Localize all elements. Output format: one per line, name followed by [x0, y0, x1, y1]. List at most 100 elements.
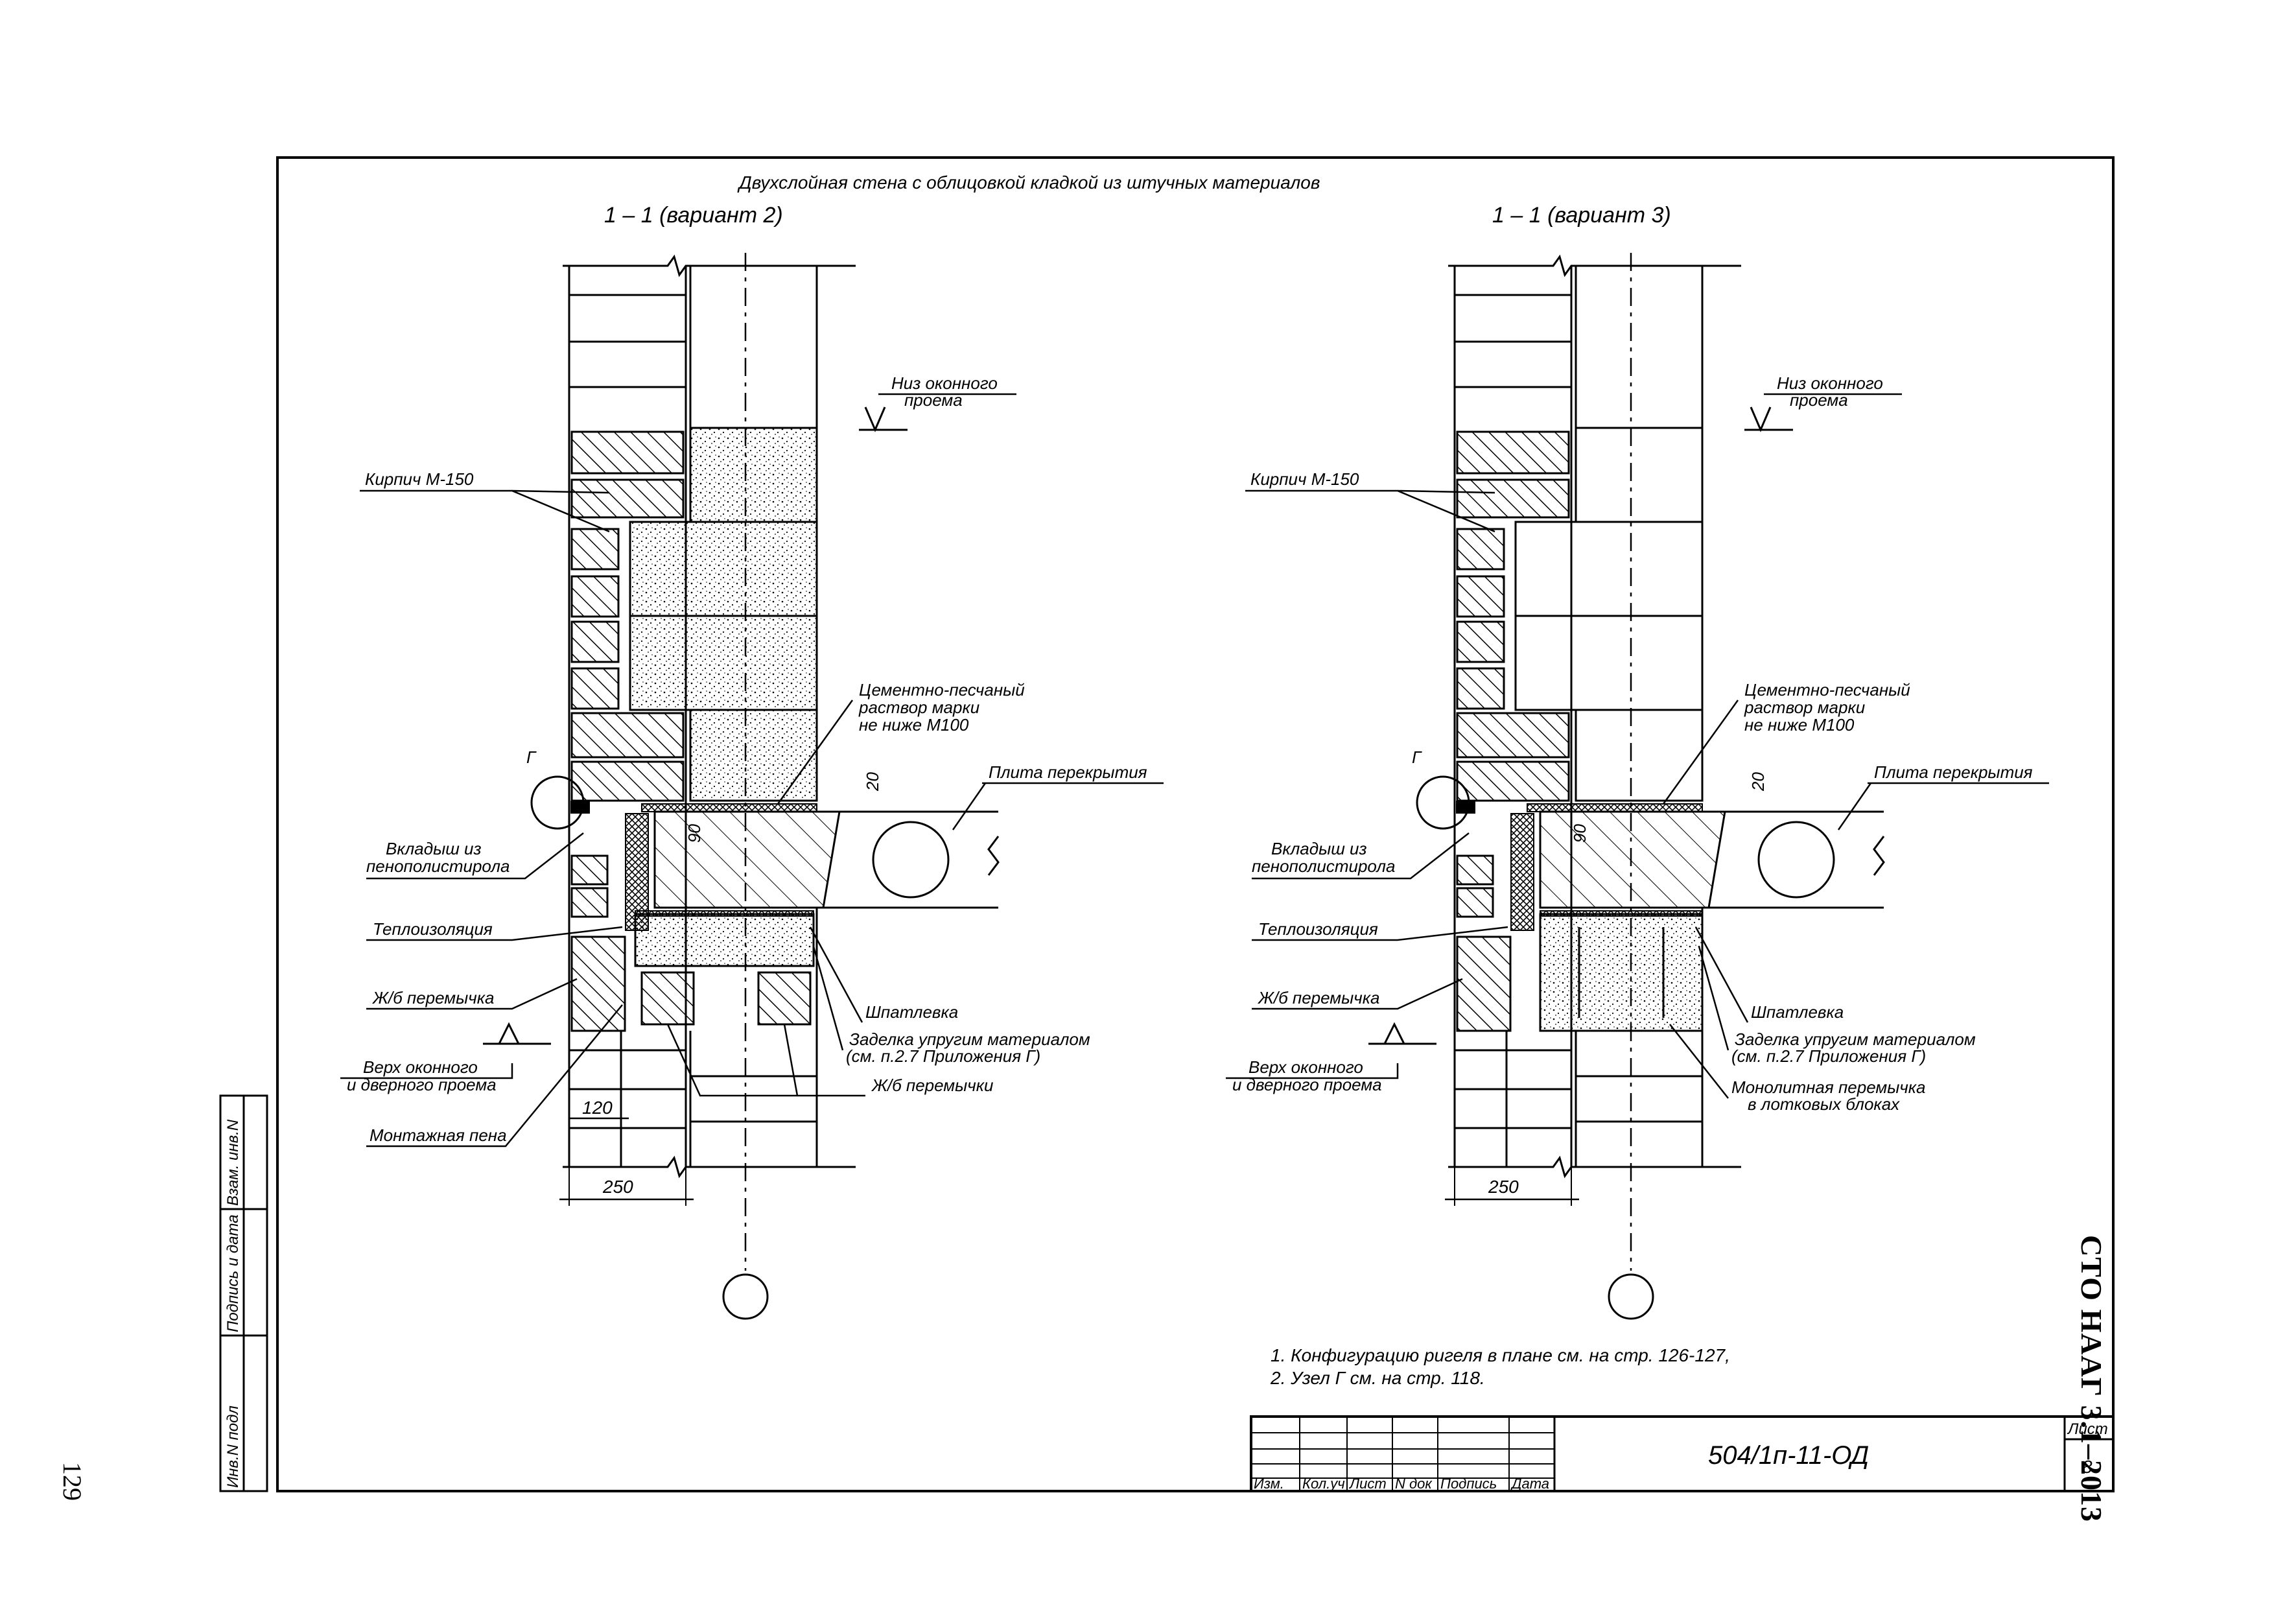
- label-window-top: Верх оконного: [363, 1057, 478, 1077]
- rc-lintel: [757, 971, 812, 1026]
- leader-line: [812, 946, 844, 1051]
- left-stamp-label: Взам. инв.N: [224, 1119, 242, 1206]
- left-stamp-label: Подпись и дата: [224, 1214, 242, 1332]
- title-block-column-label: Дата: [1510, 1476, 1549, 1492]
- node-block: [570, 801, 590, 814]
- leader-line: [1669, 1024, 1729, 1099]
- dim-120: 120: [582, 1098, 613, 1118]
- putty-layer: [1540, 910, 1703, 917]
- left-stamp-label: Инв.N подл: [224, 1406, 242, 1488]
- masonry-block: [689, 709, 818, 802]
- left-stamp-inner: [242, 1094, 268, 1492]
- label-putty: Шпатлевка: [1751, 1002, 1844, 1022]
- title-block-column-label: Кол.уч: [1302, 1476, 1345, 1492]
- leader-line: [809, 926, 863, 1023]
- label-slab: Плита перекрытия: [1874, 762, 2033, 782]
- label-lintel: Ж/б перемычка: [1257, 988, 1379, 1007]
- document-code-vertical: СТО НААГ 3.1–2013: [2075, 1235, 2108, 1523]
- label-sealing: Заделка упругим материалом: [1735, 1030, 1976, 1049]
- brick-section: [1456, 620, 1505, 663]
- label-mortar: не ниже М100: [859, 715, 969, 735]
- brick-section: [570, 620, 620, 663]
- masonry-block: [1514, 521, 1704, 617]
- label-brick: Кирпич М-150: [365, 469, 474, 489]
- window-bottom-marker: [859, 406, 908, 432]
- label-window-bottom: проема: [904, 390, 963, 410]
- leader-line: [1226, 1063, 1399, 1079]
- monolithic-lintel: [1539, 913, 1704, 1032]
- window-top-marker: [483, 1022, 551, 1045]
- label-node: Г: [1412, 747, 1422, 767]
- floor-slab-end: [653, 810, 841, 909]
- brick-section: [570, 528, 620, 571]
- leader-line: [511, 489, 610, 494]
- label-window-top: и дверного проема: [1232, 1075, 1382, 1094]
- brick-section: [570, 667, 620, 710]
- label-insert: пенополистирола: [1252, 856, 1395, 876]
- lintel-block: [634, 913, 815, 967]
- leader-line: [783, 1024, 799, 1096]
- leader-line: [777, 700, 854, 805]
- leader-line: [1698, 946, 1729, 1051]
- lintel-facing: [570, 936, 626, 1032]
- label-foam: Монтажная пена: [369, 1125, 507, 1145]
- label-sealing: (см. п.2.7 Приложения Г): [1731, 1046, 1926, 1066]
- window-top-marker: [1368, 1022, 1436, 1045]
- brick-section: [570, 887, 609, 918]
- masonry-block: [629, 521, 818, 617]
- slab-hollow-core: [1757, 821, 1835, 899]
- note-2: 2. Узел Г см. на стр. 118.: [1270, 1368, 1485, 1388]
- dim-250: 250: [602, 1177, 633, 1197]
- brick-section: [1456, 528, 1505, 571]
- label-mortar: Цементно-песчаный: [859, 680, 1025, 700]
- label-window-bottom: проема: [1790, 390, 1848, 410]
- brick-section: [1456, 667, 1505, 710]
- thermal-insulation: [1510, 813, 1534, 931]
- dim-20: 20: [863, 772, 882, 792]
- sheet-number: 8: [2082, 1457, 2092, 1477]
- brick-section: [1456, 854, 1494, 886]
- leader-line: [1252, 832, 1470, 880]
- leader-line: [366, 1004, 623, 1147]
- label-rc-lintels: Ж/б перемычки: [871, 1076, 993, 1095]
- axis-marker: [1608, 1273, 1654, 1320]
- section-title-left: 1 – 1 (вариант 2): [604, 203, 783, 228]
- label-sealing: (см. п.2.7 Приложения Г): [846, 1046, 1040, 1066]
- slab-break: [987, 836, 1000, 876]
- label-insert: пенополистирола: [366, 856, 510, 876]
- label-window-bottom: Низ оконного: [891, 373, 998, 393]
- brick-section: [570, 575, 620, 618]
- label-insulation: Теплоизоляция: [373, 919, 493, 939]
- lintel-facing: [1456, 936, 1512, 1032]
- leader-line: [1837, 783, 1872, 830]
- rc-lintel: [640, 971, 695, 1026]
- sheet-frame: [276, 156, 2115, 1492]
- brick-section: [570, 854, 609, 886]
- mortar-bed: [641, 803, 817, 812]
- leader-line: [1252, 926, 1508, 941]
- sheet-label: Лист: [2067, 1420, 2108, 1438]
- label-window-top: и дверного проема: [347, 1075, 497, 1094]
- leader-line: [952, 783, 987, 830]
- node-block: [1456, 801, 1475, 814]
- leader-line: [366, 926, 623, 941]
- brick-section: [570, 760, 685, 802]
- break-line: [563, 254, 856, 277]
- slab-break: [1873, 836, 1885, 876]
- brick-section: [1456, 430, 1570, 475]
- title-block-column-label: N док: [1395, 1476, 1433, 1492]
- brick-section: [1456, 478, 1570, 519]
- window-bottom-marker: [1744, 406, 1793, 432]
- brick-section: [1456, 712, 1570, 759]
- leader-line: [666, 1024, 865, 1097]
- masonry-block: [1575, 427, 1704, 523]
- dim-90: 90: [685, 824, 704, 843]
- label-putty: Шпатлевка: [865, 1002, 958, 1022]
- note-1: 1. Конфигурацию ригеля в плане см. на ст…: [1271, 1345, 1730, 1365]
- mortar-bed: [1527, 803, 1703, 812]
- floor-slab-end: [1539, 810, 1726, 909]
- leader-line: [366, 832, 584, 880]
- brick-section: [1456, 575, 1505, 618]
- label-mortar: раствор марки: [858, 698, 979, 717]
- slab-hollow-core: [872, 821, 950, 899]
